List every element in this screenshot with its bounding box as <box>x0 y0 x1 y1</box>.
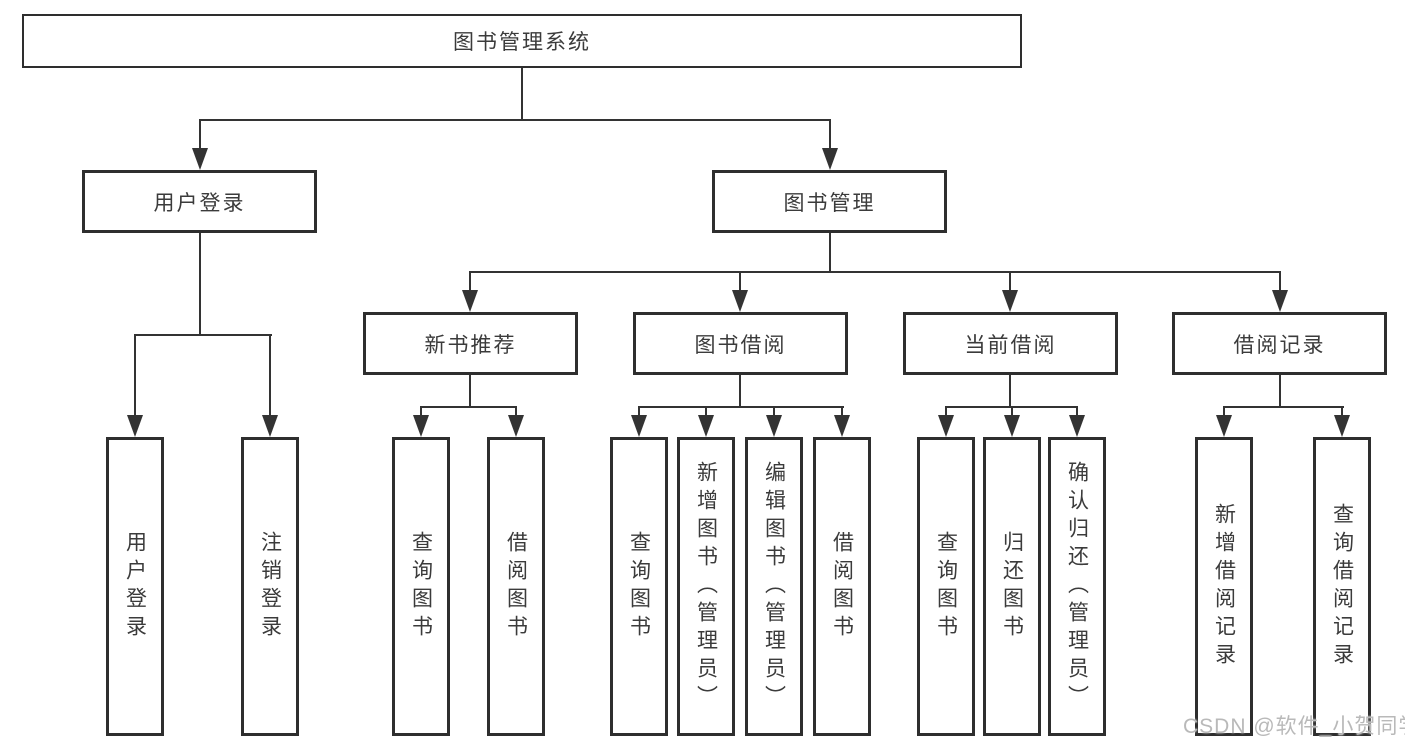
node-book-management-label: 图书管理 <box>783 191 876 215</box>
leaf-logout: 注销登录 <box>241 437 299 736</box>
connector-line <box>1279 375 1281 407</box>
node-borrow-records: 借阅记录 <box>1172 312 1387 375</box>
leaf-user-login-label: 用户登录 <box>123 530 147 643</box>
connector-line <box>841 406 843 418</box>
connector-line <box>739 375 741 407</box>
leaf-add-book-admin: 新增图书（管理员） <box>677 437 735 736</box>
connector-line <box>829 119 831 152</box>
arrow-head <box>732 290 748 312</box>
arrow-head <box>1334 415 1350 437</box>
arrow-head <box>698 415 714 437</box>
arrow-head <box>508 415 524 437</box>
connector-line <box>420 406 422 418</box>
arrow-head <box>1069 415 1085 437</box>
connector-line <box>199 233 201 335</box>
connector-line <box>469 375 471 407</box>
leaf-confirm-return-admin-label: 确认归还（管理员） <box>1065 460 1089 713</box>
node-current-borrow: 当前借阅 <box>903 312 1118 375</box>
node-borrow-records-label: 借阅记录 <box>1233 333 1326 357</box>
arrow-head <box>1002 290 1018 312</box>
leaf-borrow-books-recommend-label: 借阅图书 <box>504 530 528 643</box>
leaf-query-books-borrow-label: 查询图书 <box>627 530 651 643</box>
node-user-login: 用户登录 <box>82 170 317 233</box>
leaf-query-borrow-record: 查询借阅记录 <box>1313 437 1371 736</box>
node-book-borrow-label: 图书借阅 <box>694 333 787 357</box>
connector-line <box>773 406 775 418</box>
connector-line <box>269 334 271 419</box>
leaf-query-books-current: 查询图书 <box>917 437 975 736</box>
arrow-head <box>192 148 208 170</box>
arrow-head <box>1216 415 1232 437</box>
connector-line <box>1009 271 1011 295</box>
connector-line <box>1076 406 1078 418</box>
connector-line <box>1011 406 1013 418</box>
arrow-head <box>262 415 278 437</box>
leaf-user-login: 用户登录 <box>106 437 164 736</box>
connector-line <box>638 406 844 408</box>
connector-line <box>521 68 523 120</box>
arrow-head <box>1004 415 1020 437</box>
connector-line <box>420 406 517 408</box>
arrow-head <box>766 415 782 437</box>
connector-line <box>739 271 741 295</box>
arrow-head <box>462 290 478 312</box>
arrow-head <box>127 415 143 437</box>
leaf-query-borrow-record-label: 查询借阅记录 <box>1330 502 1354 671</box>
node-library-system: 图书管理系统 <box>22 14 1022 68</box>
node-library-system-label: 图书管理系统 <box>453 31 591 54</box>
connector-line <box>134 334 136 419</box>
arrow-head <box>1272 290 1288 312</box>
connector-line <box>829 233 831 272</box>
leaf-add-book-admin-label: 新增图书（管理员） <box>694 460 718 713</box>
connector-line <box>1341 406 1343 418</box>
leaf-add-borrow-record: 新增借阅记录 <box>1195 437 1253 736</box>
arrow-head <box>413 415 429 437</box>
connector-line <box>638 406 640 418</box>
connector-line <box>1009 375 1011 407</box>
leaf-confirm-return-admin: 确认归还（管理员） <box>1048 437 1106 736</box>
leaf-query-books-recommend: 查询图书 <box>392 437 450 736</box>
arrow-head <box>938 415 954 437</box>
leaf-edit-book-admin: 编辑图书（管理员） <box>745 437 803 736</box>
connector-line <box>1223 406 1344 408</box>
node-new-book-recommend-label: 新书推荐 <box>424 333 517 357</box>
connector-line <box>134 334 272 336</box>
node-current-borrow-label: 当前借阅 <box>964 333 1057 357</box>
leaf-borrow-books-recommend: 借阅图书 <box>487 437 545 736</box>
connector-line <box>945 406 947 418</box>
leaf-edit-book-admin-label: 编辑图书（管理员） <box>762 460 786 713</box>
connector-line <box>469 271 1281 273</box>
node-new-book-recommend: 新书推荐 <box>363 312 578 375</box>
connector-line <box>469 271 471 295</box>
leaf-query-books-current-label: 查询图书 <box>934 530 958 643</box>
leaf-add-borrow-record-label: 新增借阅记录 <box>1212 502 1236 671</box>
leaf-return-book: 归还图书 <box>983 437 1041 736</box>
csdn-watermark: CSDN @软件_小贺同学 <box>1183 715 1405 738</box>
node-book-management: 图书管理 <box>712 170 947 233</box>
connector-line <box>1223 406 1225 418</box>
arrow-head <box>631 415 647 437</box>
connector-line <box>199 119 831 121</box>
connector-line <box>199 119 201 152</box>
node-user-login-label: 用户登录 <box>153 191 246 215</box>
leaf-borrow-books-label: 借阅图书 <box>830 530 854 643</box>
arrow-head <box>834 415 850 437</box>
leaf-borrow-books: 借阅图书 <box>813 437 871 736</box>
connector-line <box>515 406 517 418</box>
arrow-head <box>822 148 838 170</box>
leaf-query-books-recommend-label: 查询图书 <box>409 530 433 643</box>
node-book-borrow: 图书借阅 <box>633 312 848 375</box>
leaf-logout-label: 注销登录 <box>258 530 282 643</box>
connector-line <box>705 406 707 418</box>
connector-line <box>1279 271 1281 295</box>
leaf-query-books-borrow: 查询图书 <box>610 437 668 736</box>
leaf-return-book-label: 归还图书 <box>1000 530 1024 643</box>
